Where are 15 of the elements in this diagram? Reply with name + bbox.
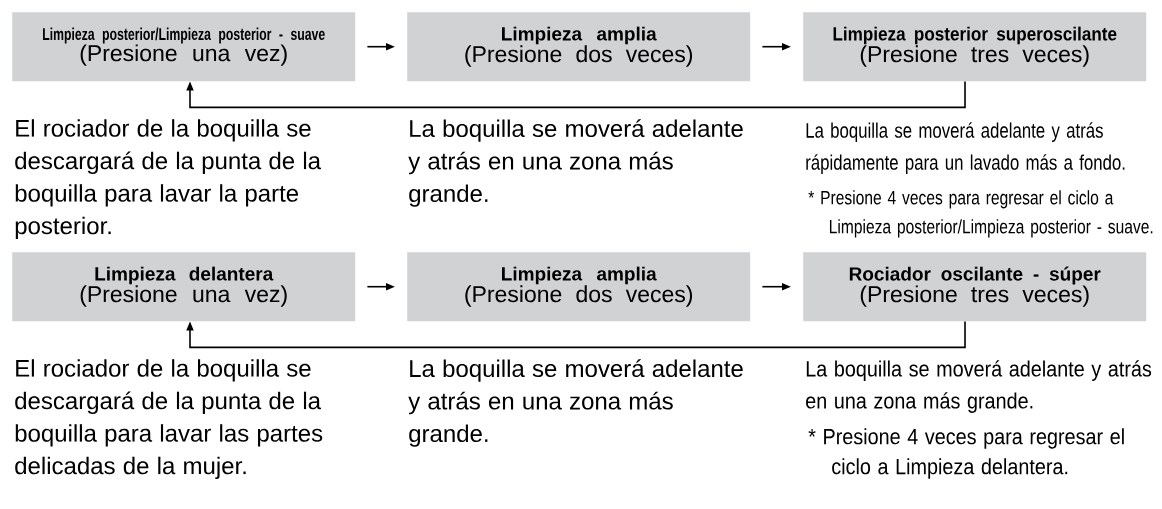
process-box: Limpieza posterior superoscilante (Presione tres veces) — [803, 12, 1147, 82]
return-arrow — [186, 80, 966, 109]
description-text: La boquilla se moverá adelante y atrás rápidamente para un lavado más a fondo. — [806, 122, 1125, 175]
process-box: Limpieza amplia (Presione dos veces) — [407, 252, 751, 322]
description-text: El rociador de la boquilla se descargará de la punta de la boquilla para lavar la parte posterior. — [15, 119, 321, 240]
description-text: El rociador de la boquilla se descargará de la punta de la boquilla para lavar las partes delicadas de la mujer. — [15, 359, 323, 480]
process-box: Limpieza amplia (Presione dos veces) — [407, 12, 751, 82]
description-text: La boquilla se moverá adelante y atrás en una zona más grande. — [806, 360, 1152, 413]
return-arrow — [186, 320, 966, 349]
process-box: Limpieza delantera (Presione una vez) — [12, 252, 356, 322]
process-box: Rociador oscilante - súper (Presione tres veces) — [803, 252, 1147, 322]
description-text: La boquilla se moverá adelante y atrás en una zona más grande. — [408, 359, 743, 447]
description-text: La boquilla se moverá adelante y atrás en una zona más grande. — [408, 119, 743, 207]
footnote-text: * Presione 4 veces para regresar el ciclo a Limpieza delantera. — [808, 428, 1124, 479]
process-box: Limpieza posterior/Limpieza posterior - suave (Presione una vez) — [12, 12, 356, 82]
